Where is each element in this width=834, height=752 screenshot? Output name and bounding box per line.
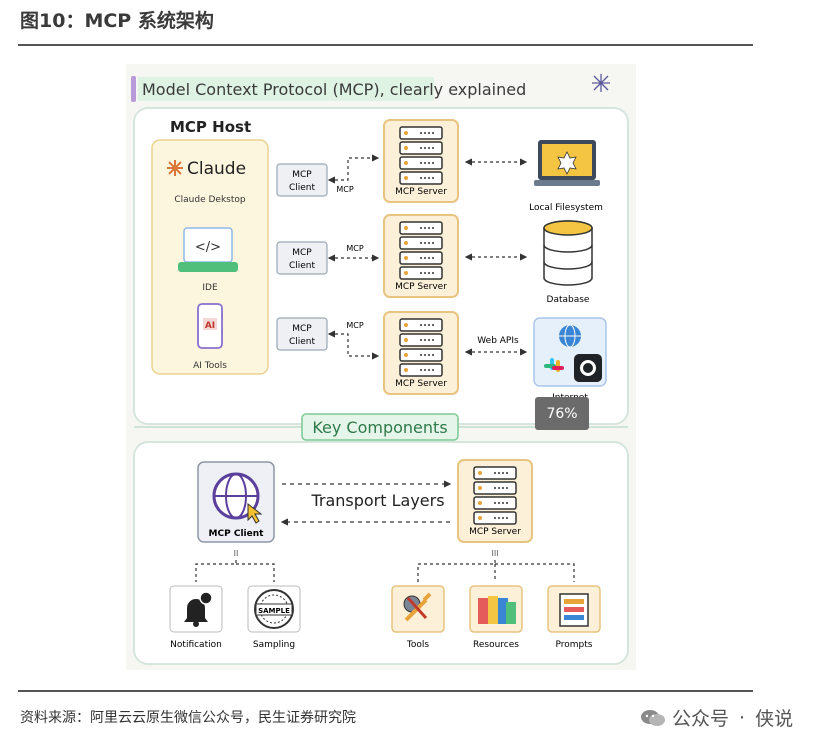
ai-tools-icon: AI — [197, 303, 223, 349]
watermark: 公众号 · 侠说 — [640, 704, 793, 731]
source-note: 资料来源：阿里云云原生微信公众号，民生证券研究院 — [20, 710, 356, 726]
link-label-mcp-2: MCP — [346, 244, 363, 253]
host-label: MCP Host — [170, 118, 251, 136]
figure-title: 图10：MCP 系统架构 — [20, 10, 214, 32]
svg-text:MCP Server: MCP Server — [469, 527, 521, 537]
laptop-folder-icon — [534, 140, 600, 186]
wechat-icon — [641, 709, 665, 726]
client-separator: II — [234, 549, 239, 558]
link-label-mcp-1: MCP — [336, 185, 353, 194]
diagram-card: Model Context Protocol (MCP), clearly ex… — [126, 64, 636, 670]
mcp-client-2: MCP Client — [276, 241, 328, 275]
bell-icon — [169, 585, 223, 633]
svg-text:MCP Server: MCP Server — [395, 282, 447, 292]
slack-icon — [544, 358, 564, 372]
svg-text:AI: AI — [205, 321, 215, 331]
mcp-diagram: Model Context Protocol (MCP), clearly ex… — [131, 74, 629, 665]
ide-icon: </> — [178, 227, 238, 272]
key-components-label: Key Components — [312, 418, 447, 437]
resources-icon — [469, 585, 523, 633]
claude-logo-icon — [167, 160, 183, 176]
heading-highlight — [138, 77, 434, 101]
database-icon — [543, 220, 593, 286]
key-components-box — [301, 413, 459, 441]
diagram-heading: Model Context Protocol (MCP), clearly ex… — [142, 80, 526, 99]
prompts-icon — [547, 585, 601, 633]
sampling-label: Sampling — [253, 640, 295, 650]
svg-text:SAMPLE: SAMPLE — [258, 607, 290, 615]
mcp-client-1: MCP Client — [276, 163, 328, 197]
svg-text:Client: Client — [289, 183, 316, 193]
mcp-server-3: MCP Server — [383, 311, 459, 395]
top-rule — [18, 44, 753, 46]
link-label-mcp-3: MCP — [346, 321, 363, 330]
svg-text:MCP: MCP — [292, 170, 312, 180]
server-separator: III — [491, 549, 498, 558]
sparkle-icon — [592, 74, 610, 92]
server-branches — [417, 560, 575, 582]
svg-text:MCP Server: MCP Server — [395, 379, 447, 389]
mcp-server-1: MCP Server — [383, 119, 459, 203]
mcp-server-2: MCP Server — [383, 214, 459, 298]
ide-label: IDE — [202, 283, 218, 293]
tools-icon — [391, 585, 445, 633]
watermark-dot: · — [739, 706, 746, 729]
svg-text:MCP: MCP — [292, 248, 312, 258]
mcp-server-component: MCP Server — [457, 459, 533, 543]
watermark-account: 公众号 — [672, 708, 730, 730]
link-label-web-apis: Web APIs — [477, 336, 519, 346]
ai-tools-label: AI Tools — [193, 361, 227, 371]
link-client3-server3 — [327, 330, 380, 360]
claude-desktop-label: Claude Dekstop — [174, 195, 246, 205]
svg-text:</>: </> — [195, 240, 221, 255]
svg-text:MCP Server: MCP Server — [395, 187, 447, 197]
watermark-name: 侠说 — [755, 708, 794, 730]
link-client1-server1 — [327, 154, 380, 184]
sample-stamp-icon: SAMPLE — [247, 585, 301, 633]
globe-icon — [559, 324, 581, 348]
svg-text:MCP: MCP — [292, 324, 312, 334]
mcp-client-3: MCP Client — [276, 317, 328, 351]
github-icon — [574, 354, 602, 382]
filesystem-label: Local Filesystem — [529, 203, 603, 213]
database-label: Database — [547, 295, 590, 305]
notification-label: Notification — [170, 640, 222, 650]
resources-label: Resources — [473, 640, 519, 650]
svg-text:Client: Client — [289, 337, 316, 347]
mcp-client-component: MCP Server — [197, 461, 275, 543]
svg-text:Client: Client — [289, 261, 316, 271]
transport-label: Transport Layers — [310, 491, 444, 510]
heading-bar — [131, 76, 136, 102]
zoom-level-badge: 76% — [535, 397, 589, 430]
mcp-client-component-label: MCP Client — [209, 529, 265, 539]
tools-label: Tools — [406, 640, 429, 650]
claude-label: Claude — [187, 159, 246, 179]
prompts-label: Prompts — [556, 640, 593, 650]
bottom-rule — [18, 690, 753, 692]
client-branches — [195, 560, 275, 582]
